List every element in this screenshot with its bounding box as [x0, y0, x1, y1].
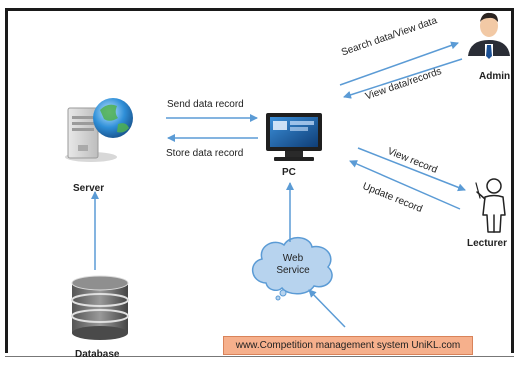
arrow-footer-to-web-service: [308, 289, 346, 328]
pc-icon: [266, 113, 322, 161]
arrow-update-record: [349, 160, 461, 210]
lecturer-icon: [475, 178, 506, 233]
web-service-cloud: [252, 237, 333, 301]
diagram-frame: [5, 8, 514, 353]
admin-label: Admin: [479, 71, 511, 82]
send-data-record-label: Send data record: [167, 99, 244, 110]
server-label: Server: [73, 183, 105, 194]
arrow-search-data: [339, 41, 459, 86]
frame-right-border: [511, 8, 514, 353]
lecturer-label: Lecturer: [467, 238, 508, 249]
pc-label: PC: [282, 167, 296, 178]
store-data-record-label: Store data record: [166, 148, 244, 159]
footer-url-box: www.Competition management system UniKL.…: [223, 336, 473, 355]
database-label: Database: [75, 349, 120, 360]
database-icon: [71, 275, 129, 340]
server-icon: [65, 98, 133, 162]
frame-bottom-line: [5, 356, 514, 357]
arrow-view-record: [357, 147, 466, 192]
arrow-view-data-records: [343, 58, 463, 99]
web-service-label: Web Service: [276, 253, 310, 276]
admin-icon: [468, 12, 510, 59]
